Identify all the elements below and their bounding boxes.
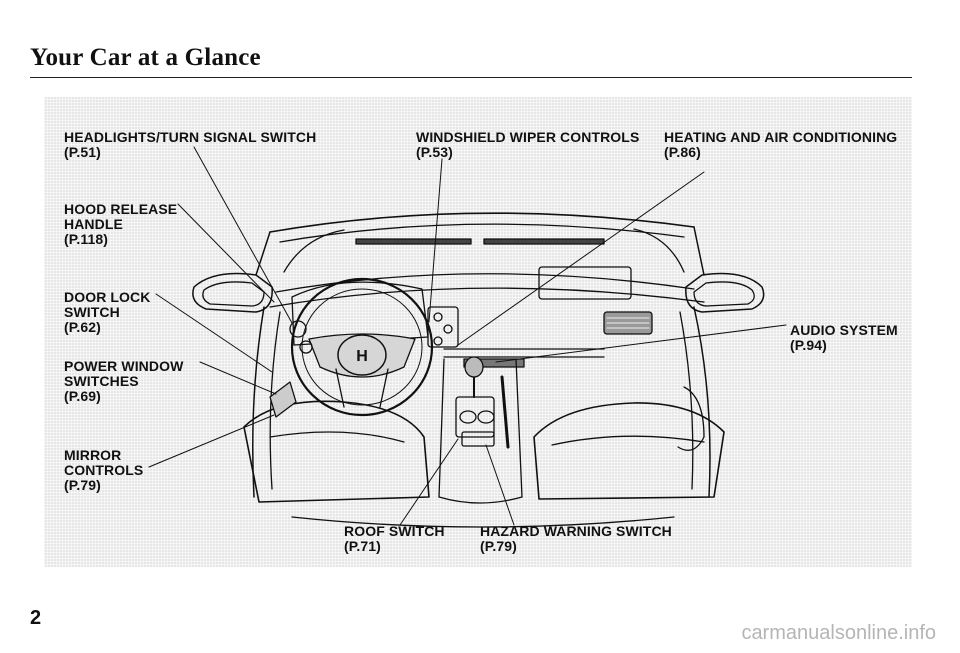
hood-release-label: HOOD RELEASE HANDLE (P.118) — [64, 202, 177, 247]
power-window-ref: (P.69) — [64, 388, 101, 404]
hazard-warning-switch-label: HAZARD WARNING SWITCH (P.79) — [480, 524, 672, 554]
windshield-wiper-label: WINDSHIELD WIPER CONTROLS (P.53) — [416, 130, 639, 160]
audio-system-ref: (P.94) — [790, 337, 827, 353]
heating-air-conditioning-name: HEATING AND AIR CONDITIONING — [664, 129, 898, 145]
page-number: 2 — [30, 607, 42, 629]
roof-switch-name: ROOF SWITCH — [344, 523, 445, 539]
hazard-warning-name: HAZARD WARNING SWITCH — [480, 523, 672, 539]
door-lock-line2: SWITCH — [64, 304, 120, 320]
power-window-line2: SWITCHES — [64, 373, 139, 389]
door-lock-switch-label: DOOR LOCK SWITCH (P.62) — [64, 290, 150, 335]
windshield-wiper-ref: (P.53) — [416, 144, 453, 160]
roof-switch-ref: (P.71) — [344, 538, 381, 554]
hood-release-ref: (P.118) — [64, 231, 109, 247]
title-divider — [30, 77, 912, 78]
hood-release-line1: HOOD RELEASE — [64, 201, 178, 217]
headlights-turn-signal-name: HEADLIGHTS/TURN SIGNAL SWITCH — [64, 129, 317, 145]
mirror-line1: MIRROR — [64, 447, 122, 463]
windshield-wiper-name: WINDSHIELD WIPER CONTROLS — [416, 129, 640, 145]
mirror-line2: CONTROLS — [64, 462, 144, 478]
dashboard-drawing: H — [148, 146, 787, 528]
power-window-switches-label: POWER WINDOW SWITCHES (P.69) — [64, 359, 183, 404]
heating-air-conditioning-label: HEATING AND AIR CONDITIONING (P.86) — [664, 130, 897, 160]
watermark: carmanualsonline.info — [741, 622, 936, 644]
door-lock-line1: DOOR LOCK — [64, 289, 151, 305]
heating-air-conditioning-ref: (P.86) — [664, 144, 701, 160]
audio-system-name: AUDIO SYSTEM — [790, 322, 898, 338]
hazard-warning-ref: (P.79) — [480, 538, 517, 554]
headlights-turn-signal-ref: (P.51) — [64, 144, 101, 160]
callout-leader-lines — [148, 146, 787, 526]
audio-system-label: AUDIO SYSTEM (P.94) — [790, 323, 898, 353]
mirror-ref: (P.79) — [64, 477, 101, 493]
roof-switch-label: ROOF SWITCH (P.71) — [344, 524, 445, 554]
power-window-line1: POWER WINDOW — [64, 358, 184, 374]
svg-text:H: H — [356, 348, 368, 365]
headlights-turn-signal-label: HEADLIGHTS/TURN SIGNAL SWITCH (P.51) — [64, 130, 316, 160]
page-title: Your Car at a Glance — [30, 44, 261, 71]
door-lock-ref: (P.62) — [64, 319, 101, 335]
dashboard-illustration: H — [44, 97, 912, 567]
hood-release-line2: HANDLE — [64, 216, 123, 232]
mirror-controls-label: MIRROR CONTROLS (P.79) — [64, 448, 143, 493]
